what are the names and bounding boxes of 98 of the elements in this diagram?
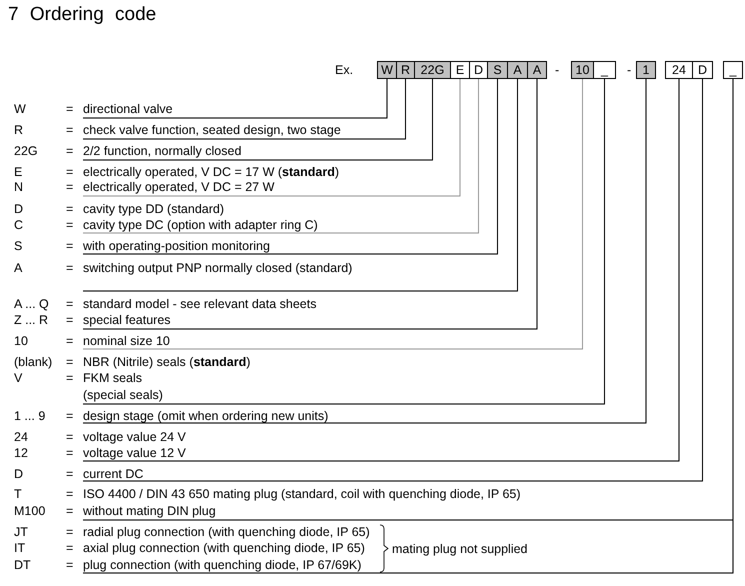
description-text: special features — [83, 313, 171, 327]
code-letter: Z ... R — [14, 313, 48, 327]
description-text: voltage value 12 V — [83, 446, 186, 460]
equals-sign: = — [66, 297, 74, 311]
equals-sign: = — [66, 202, 74, 216]
code-letter: 12 — [14, 446, 28, 460]
code-segment: _ — [723, 61, 743, 79]
equals-sign: = — [66, 313, 74, 327]
leader-line — [82, 78, 498, 254]
equals-sign: = — [66, 102, 74, 116]
leader-line — [82, 78, 433, 160]
equals-sign: = — [66, 123, 74, 137]
equals-sign: = — [66, 334, 74, 348]
description-text: with operating-position monitoring — [83, 239, 270, 253]
code-segment: _ — [593, 61, 616, 79]
code-letter: D — [14, 202, 24, 216]
equals-sign: = — [66, 525, 74, 539]
leader-line — [82, 78, 583, 350]
equals-sign: = — [66, 180, 74, 194]
description-text: design stage (omit when ordering new units) — [83, 409, 328, 423]
description-text: cavity type DC (option with adapter ring C) — [83, 218, 318, 232]
equals-sign: = — [66, 504, 74, 518]
code-segment: 1 — [636, 61, 656, 79]
description-text: (special seals) — [83, 388, 163, 402]
code-letter: C — [14, 218, 24, 232]
description-text: NBR (Nitrile) seals (standard) — [83, 355, 250, 369]
code-letter: 22G — [14, 144, 38, 158]
description-text: directional valve — [83, 102, 173, 116]
equals-sign: = — [66, 355, 74, 369]
section-heading: 7 Ordering code — [8, 4, 156, 26]
code-segment: D — [692, 61, 713, 79]
equals-sign: = — [66, 261, 74, 275]
code-letter: A ... Q — [14, 297, 49, 311]
code-letter: 24 — [14, 430, 28, 444]
description-text: radial plug connection (with quenching diode, IP 65) — [83, 525, 370, 539]
example-label: Ex. — [335, 63, 354, 77]
description-text: electrically operated, V DC = 27 W — [83, 180, 274, 194]
code-letter: M100 — [14, 504, 46, 518]
description-text: 2/2 function, normally closed — [83, 144, 242, 158]
equals-sign: = — [66, 218, 74, 232]
description-text: ISO 4400 / DIN 43 650 mating plug (standard, coil with quenching diode, IP 65) — [83, 487, 521, 501]
code-letter: D — [14, 467, 24, 481]
equals-sign: = — [66, 165, 74, 179]
leader-line — [82, 78, 406, 140]
code-letter: A — [14, 261, 22, 275]
code-segment: A — [507, 61, 528, 79]
code-letter: S — [14, 239, 22, 253]
code-letter: JT — [14, 525, 28, 539]
leader-line — [82, 78, 388, 118]
code-segment: 22G — [414, 61, 451, 79]
note-text: mating plug not supplied — [392, 542, 528, 556]
description-text: standard model - see relevant data sheets — [83, 297, 316, 311]
leader-line — [82, 78, 479, 234]
description-text: nominal size 10 — [83, 334, 170, 348]
code-letter: T — [14, 487, 22, 501]
code-segment: A — [527, 61, 547, 79]
code-letter: (blank) — [14, 355, 52, 369]
equals-sign: = — [66, 409, 74, 423]
description-text: electrically operated, V DC = 17 W (standard) — [83, 165, 340, 179]
code-letter: DT — [14, 558, 31, 572]
description-text: check valve function, seated design, two stage — [83, 123, 341, 137]
description-text: cavity type DD (standard) — [83, 202, 224, 216]
code-letter: V — [14, 371, 22, 385]
equals-sign: = — [66, 541, 74, 555]
equals-sign: = — [66, 144, 74, 158]
equals-sign: = — [66, 371, 74, 385]
description-text: without mating DIN plug — [83, 504, 216, 518]
code-segment: E — [450, 61, 470, 79]
leader-line — [82, 78, 538, 330]
code-segment: 10 — [571, 61, 594, 79]
code-segment: R — [396, 61, 415, 79]
description-text: current DC — [83, 467, 144, 481]
description-text: switching output PNP normally closed (standard) — [83, 261, 352, 275]
description-text: FKM seals — [83, 371, 142, 385]
code-segment: S — [487, 61, 508, 79]
leader-line — [82, 78, 460, 196]
description-text: axial plug connection (with quenching diode, IP 65) — [83, 541, 365, 555]
separator-dash: - — [555, 63, 560, 77]
code-letter: N — [14, 180, 24, 194]
description-text: plug connection (with quenching diode, IP 67/69K) — [83, 558, 362, 572]
leader-line — [82, 78, 518, 292]
equals-sign: = — [66, 467, 74, 481]
equals-sign: = — [66, 430, 74, 444]
code-letter: IT — [14, 541, 26, 555]
code-letter: E — [14, 165, 22, 179]
equals-sign: = — [66, 558, 74, 572]
code-letter: R — [14, 123, 24, 137]
equals-sign: = — [66, 239, 74, 253]
code-letter: W — [14, 102, 26, 116]
equals-sign: = — [66, 446, 74, 460]
separator-dash: - — [627, 63, 632, 77]
code-segment: W — [377, 61, 397, 79]
equals-sign: = — [66, 487, 74, 501]
code-segment: 24 — [665, 61, 693, 79]
description-text: voltage value 24 V — [83, 430, 186, 444]
code-segment: D — [469, 61, 488, 79]
code-letter: 10 — [14, 334, 28, 348]
code-letter: 1 ... 9 — [14, 409, 46, 423]
